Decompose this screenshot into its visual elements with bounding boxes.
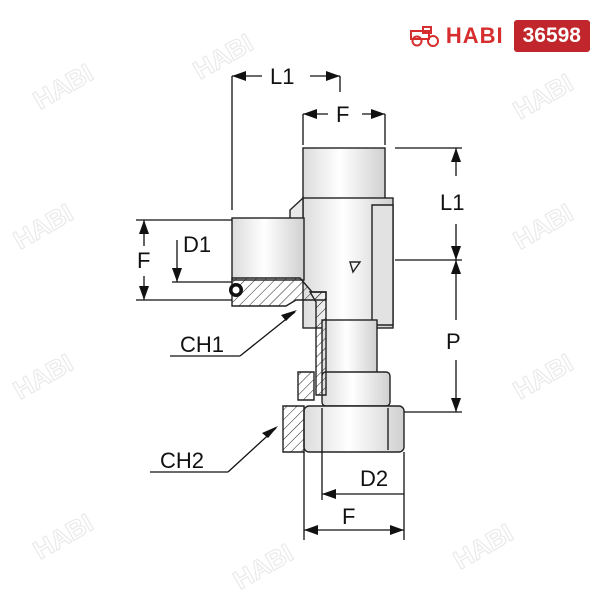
label-ch2: CH2 <box>160 448 204 473</box>
svg-text:HABI: HABI <box>508 197 578 255</box>
tractor-icon <box>409 26 439 47</box>
label-ch1: CH1 <box>180 332 224 357</box>
product-code-badge: 36598 <box>513 20 590 52</box>
label-f-top: F <box>336 102 349 127</box>
lower-ring <box>321 371 391 407</box>
label-d2: D2 <box>360 466 388 491</box>
label-l1-right: L1 <box>440 190 464 215</box>
svg-text:HABI: HABI <box>8 197 78 255</box>
svg-text:HABI: HABI <box>508 347 578 405</box>
lower-neck <box>321 319 378 376</box>
section-cut <box>229 261 362 453</box>
logo-text: HABI <box>445 23 504 48</box>
dimension-labels: L1 F L1 P D1 F CH1 CH2 D2 F <box>137 64 464 529</box>
dimension-lines <box>136 71 462 540</box>
svg-text:HABI: HABI <box>28 507 98 565</box>
label-f-bottom: F <box>342 504 355 529</box>
fitting-body <box>231 147 405 453</box>
svg-text:HABI: HABI <box>508 67 578 125</box>
label-f-left: F <box>137 248 150 273</box>
brand-header: HABI 36598 <box>409 20 590 52</box>
label-p: P <box>446 329 461 354</box>
side-port <box>231 217 305 281</box>
habi-logo: HABI <box>409 23 504 49</box>
svg-text:HABI: HABI <box>28 57 98 115</box>
top-port <box>302 147 386 207</box>
svg-text:HABI: HABI <box>448 517 518 575</box>
label-d1: D1 <box>183 232 211 257</box>
label-l1-top: L1 <box>270 64 294 89</box>
swivel-nut <box>303 405 405 453</box>
svg-text:HABI: HABI <box>228 537 298 595</box>
svg-text:HABI: HABI <box>8 347 78 405</box>
